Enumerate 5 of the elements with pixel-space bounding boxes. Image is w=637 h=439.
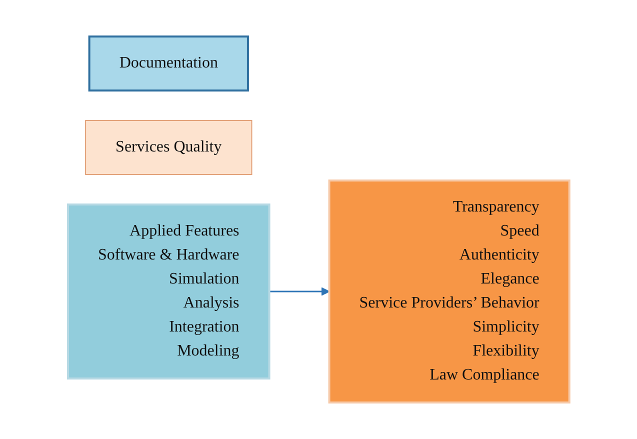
node-box: Applied Features Software & Hardware Simulation Analysis Integration Modeling <box>66 204 270 380</box>
node-box: Transparency Speed Authenticity Elegance Service Providers’ Behavior Simplicity Flexibility Law Compliance <box>328 180 570 404</box>
node-box: Documentation <box>88 36 249 92</box>
node-box: Services Quality <box>84 120 252 175</box>
arrow <box>269 287 330 296</box>
